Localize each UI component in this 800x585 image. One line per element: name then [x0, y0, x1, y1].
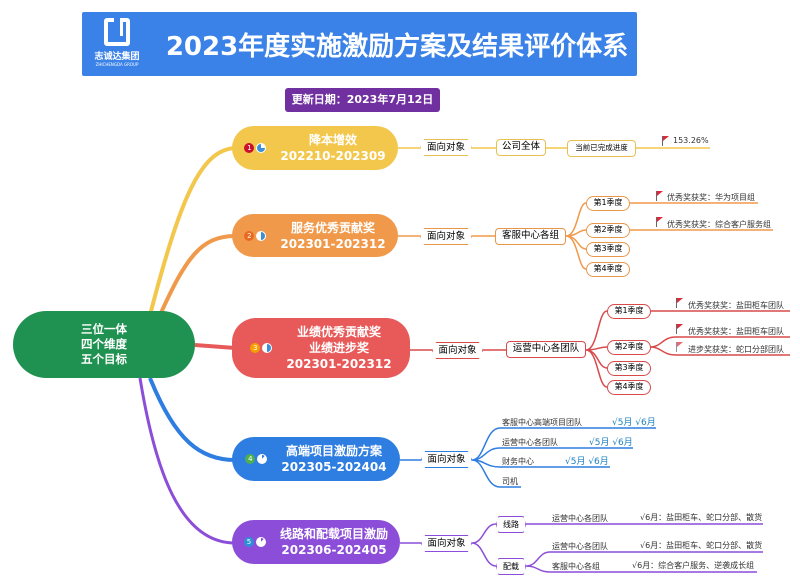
quarter-node[interactable]: 第4季度	[607, 380, 651, 395]
progress-pie-icon	[256, 230, 267, 241]
branch-performance-award[interactable]: 3 业绩优秀贡献奖业绩进步奖 202301-202312	[232, 318, 410, 378]
progress-pie-icon	[257, 454, 268, 464]
award-text: 优秀奖获奖：盐田柜车团队	[688, 327, 784, 336]
priority-icon: 5	[243, 537, 254, 547]
quarter-node[interactable]: 第2季度	[607, 340, 651, 355]
award-text: 优秀奖获奖：综合客户服务组	[667, 220, 771, 229]
item-result: √6月：盐田柜车、蛇口分部、散货	[640, 541, 763, 550]
root-line: 三位一体	[81, 322, 127, 336]
root-line: 五个目标	[81, 352, 127, 366]
flag-icon	[656, 191, 664, 201]
route-node[interactable]: 线路	[496, 516, 526, 533]
item-name: 运营中心各团队	[552, 542, 608, 551]
branch-period: 202301-202312	[286, 357, 392, 371]
item-name: 运营中心各团队	[502, 438, 558, 447]
item-name: 财务中心	[502, 457, 534, 466]
page-title: 2023年度实施激励方案及结果评价体系	[165, 32, 629, 62]
priority-icon: 2	[244, 230, 255, 241]
quarter-node[interactable]: 第4季度	[586, 262, 630, 277]
branch-high-end-project[interactable]: 4 高端项目激励方案 202305-202404	[232, 437, 400, 481]
load-node[interactable]: 配载	[496, 558, 526, 575]
item-result: √6月：综合客户服务、逆袭成长组	[632, 561, 755, 570]
progress-value: 153.26%	[673, 136, 709, 145]
flag-icon	[676, 298, 684, 308]
branch-period: 202306-202405	[281, 543, 387, 557]
flag-icon	[676, 342, 684, 352]
flag-icon	[656, 217, 664, 227]
quarter-node[interactable]: 第3季度	[607, 361, 651, 376]
target-node[interactable]: 面向对象	[420, 228, 472, 245]
award-text: 优秀奖获奖：盐田柜车团队	[688, 301, 784, 310]
progress-label-node[interactable]: 当前已完成进度	[567, 140, 636, 157]
root-node[interactable]: 三位一体 四个维度 五个目标	[13, 311, 195, 378]
item-name: 司机	[502, 477, 518, 486]
target-value-node[interactable]: 客服中心各组	[495, 228, 566, 245]
item-name: 客服中心各组	[552, 562, 600, 571]
target-value-node[interactable]: 公司全体	[496, 139, 546, 156]
progress-pie-icon	[262, 343, 273, 353]
quarter-node[interactable]: 第2季度	[586, 223, 630, 238]
branch-title: 服务优秀贡献奖	[290, 220, 375, 235]
branch-period: 202305-202404	[281, 460, 387, 474]
progress-pie-icon	[255, 537, 266, 547]
flag-icon	[662, 136, 670, 146]
branch-title: 高端项目激励方案	[285, 444, 382, 458]
target-node[interactable]: 面向对象	[421, 535, 472, 552]
item-result: √6月：盐田柜车、蛇口分部、散货	[640, 513, 763, 522]
item-name: 运营中心各团队	[552, 514, 608, 523]
progress-pie-icon	[256, 143, 267, 153]
item-name: 客服中心高端项目团队	[502, 418, 582, 427]
award-text: 优秀奖获奖：华为项目组	[667, 193, 755, 202]
quarter-node[interactable]: 第3季度	[586, 242, 630, 257]
target-value-node[interactable]: 运营中心各团队	[506, 341, 586, 358]
month-checks: √5月 √6月	[565, 457, 609, 467]
priority-icon: 1	[244, 143, 255, 153]
target-node[interactable]: 面向对象	[420, 139, 472, 156]
month-checks: √5月 √6月	[612, 418, 656, 428]
branch-period: 202301-202312	[280, 236, 386, 251]
branch-title: 业绩进步奖	[308, 341, 369, 355]
flag-icon	[676, 324, 684, 334]
root-line: 四个维度	[81, 337, 127, 351]
priority-icon: 3	[250, 343, 261, 353]
update-date-badge: 更新日期：2023年7月12日	[285, 88, 440, 112]
quarter-node[interactable]: 第1季度	[586, 196, 630, 211]
target-node[interactable]: 面向对象	[432, 342, 483, 359]
month-checks: √5月 √6月	[589, 438, 633, 448]
branch-title: 业绩优秀贡献奖	[296, 325, 381, 339]
target-node[interactable]: 面向对象	[421, 451, 472, 468]
branch-title: 降本增效	[308, 133, 357, 147]
branch-title: 线路和配载项目激励	[279, 527, 388, 541]
branch-cost-reduction[interactable]: 1 降本增效 202210-202309	[232, 126, 398, 170]
branch-period: 202210-202309	[280, 149, 386, 163]
logo-name: 志诚达集团	[94, 52, 140, 62]
logo-sub: ZHICHENGDA GROUP	[95, 62, 139, 67]
award-text: 进步奖获奖：蛇口分部团队	[688, 345, 784, 354]
branch-route-load-project[interactable]: 5 线路和配载项目激励 202306-202405	[232, 520, 400, 564]
priority-icon: 4	[245, 454, 256, 464]
quarter-node[interactable]: 第1季度	[607, 304, 651, 319]
